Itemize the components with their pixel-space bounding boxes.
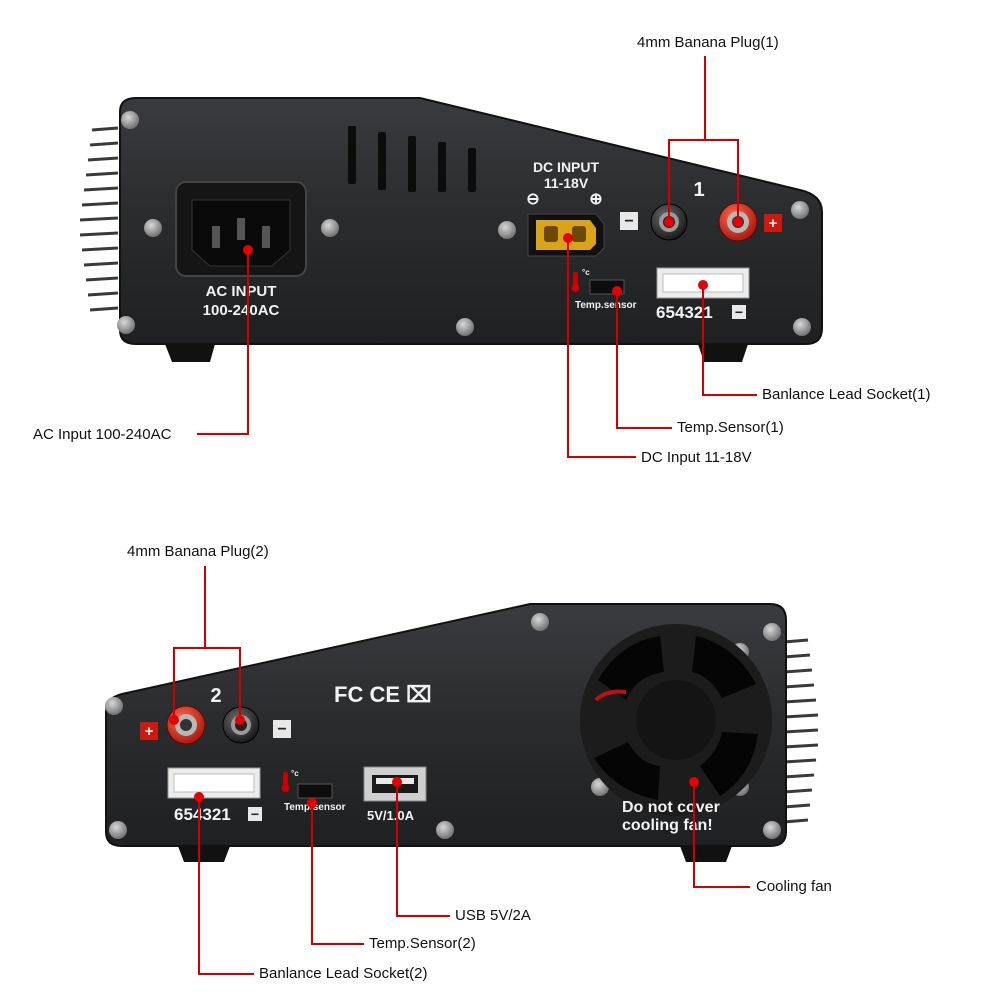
marker-dot [235, 715, 245, 725]
fan-label-line1: Do not cover [622, 799, 720, 816]
marker-dot [194, 792, 204, 802]
screw-icon [791, 201, 809, 219]
marker-dot [307, 798, 317, 808]
top-charger-unit: AC INPUT 100-240AC DC INPUT 11-18V ⊖ ⊕ −… [79, 97, 823, 362]
top-foot-left [165, 344, 215, 362]
heatsink-fins-right [783, 638, 819, 824]
callout-dc-input: DC Input 11-18V [641, 449, 752, 466]
screw-icon [763, 623, 781, 641]
marker-dot [689, 777, 699, 787]
callout-line-dc [567, 238, 636, 458]
balance-socket-2: 654321 − [167, 767, 262, 824]
marker-dot [698, 280, 708, 290]
marker-dot [563, 233, 573, 243]
callout-line-usb [396, 782, 450, 917]
bottom-plus-badge [140, 722, 158, 740]
balance-pins-2: 654321 [174, 805, 231, 824]
screw-icon [763, 821, 781, 839]
callout-line-temp-1 [616, 291, 672, 429]
callout-line-banana-1b [705, 139, 739, 222]
dc-plus-symbol: ⊕ [589, 191, 602, 208]
top-plus-badge [764, 214, 782, 232]
top-minus-sign: − [624, 213, 633, 230]
balance-pins-1: 654321 [656, 303, 713, 322]
screw-icon [117, 316, 135, 334]
callout-banana-plug-1: 4mm Banana Plug(1) [637, 34, 779, 51]
temp-sensor-label-1: Temp.sensor [575, 300, 637, 311]
screw-icon [456, 318, 474, 336]
screw-icon [144, 219, 162, 237]
callout-lines [173, 56, 757, 975]
bottom-charger-unit: 2 + − FC CE ⌧ 654321 − ° [105, 603, 819, 862]
top-vent-slots [348, 126, 476, 192]
marker-dot [169, 715, 179, 725]
callout-line-ac [197, 250, 249, 435]
callout-line-banana-2 [173, 566, 206, 720]
certification-marks: FC CE ⌧ [334, 682, 431, 707]
temp-sensor-label-2: Temp.sensor [284, 802, 346, 813]
cooling-fan: Do not cover cooling fan! [580, 624, 772, 834]
screw-icon [109, 821, 127, 839]
usb-label: 5V/1.0A [367, 808, 415, 823]
ac-input-socket: AC INPUT 100-240AC [175, 181, 307, 319]
bottom-foot-left [178, 846, 230, 862]
callout-line-balance-2 [198, 797, 254, 975]
callout-balance-socket-1: Banlance Lead Socket(1) [762, 386, 931, 403]
callout-balance-socket-2: Banlance Lead Socket(2) [259, 965, 428, 982]
top-minus-badge [620, 212, 638, 230]
top-panel-body [119, 97, 823, 345]
screw-icon [498, 221, 516, 239]
callout-usb: USB 5V/2A [455, 907, 531, 924]
top-screws [117, 111, 811, 336]
ac-label-line2: 100-240AC [203, 302, 280, 319]
callout-line-banana-2b [205, 647, 241, 720]
callout-line-fan [693, 782, 750, 888]
bottom-plus-sign: + [145, 723, 154, 740]
callout-cooling-fan: Cooling fan [756, 878, 832, 895]
callout-banana-plug-2: 4mm Banana Plug(2) [127, 543, 269, 560]
port-number-2: 2 [210, 685, 221, 707]
balance-minus-2: − [251, 806, 259, 822]
marker-dot [392, 777, 402, 787]
screw-icon [105, 697, 123, 715]
screw-icon [321, 219, 339, 237]
callout-ac-input: AC Input 100-240AC [33, 426, 172, 443]
callout-line-banana-1 [668, 56, 706, 222]
callout-temp-sensor-1: Temp.Sensor(1) [677, 419, 784, 436]
callout-line-balance-1 [702, 285, 757, 396]
dc-label-line1: DC INPUT [533, 159, 600, 175]
bottom-minus-badge [273, 720, 291, 738]
screw-icon [531, 613, 549, 631]
bottom-minus-sign: − [277, 721, 286, 738]
marker-dot [612, 286, 622, 296]
dc-label-line2: 11-18V [544, 175, 589, 191]
top-plus-sign: + [769, 215, 778, 232]
fan-label-line2: cooling fan! [622, 817, 713, 834]
top-foot-right [698, 344, 748, 362]
callout-markers [169, 217, 743, 808]
callout-line-temp-2 [311, 803, 364, 945]
temp-unit-1: °c [582, 268, 590, 277]
bottom-foot-right [680, 846, 732, 862]
marker-dot [243, 245, 253, 255]
screw-icon [436, 821, 454, 839]
banana-plug-red-2 [166, 705, 206, 745]
port-number-1: 1 [693, 179, 704, 201]
screw-icon [793, 318, 811, 336]
dc-minus-symbol: ⊖ [526, 191, 539, 208]
ac-label-line1: AC INPUT [206, 283, 277, 300]
callout-temp-sensor-2: Temp.Sensor(2) [369, 935, 476, 952]
screw-icon [121, 111, 139, 129]
marker-dot [664, 217, 674, 227]
marker-dot [733, 217, 743, 227]
heatsink-fins-left [79, 126, 119, 312]
balance-minus-1: − [735, 304, 743, 320]
temp-unit-2: °c [291, 769, 299, 778]
temp-sensor-port-2: °c Temp.sensor [281, 769, 346, 813]
